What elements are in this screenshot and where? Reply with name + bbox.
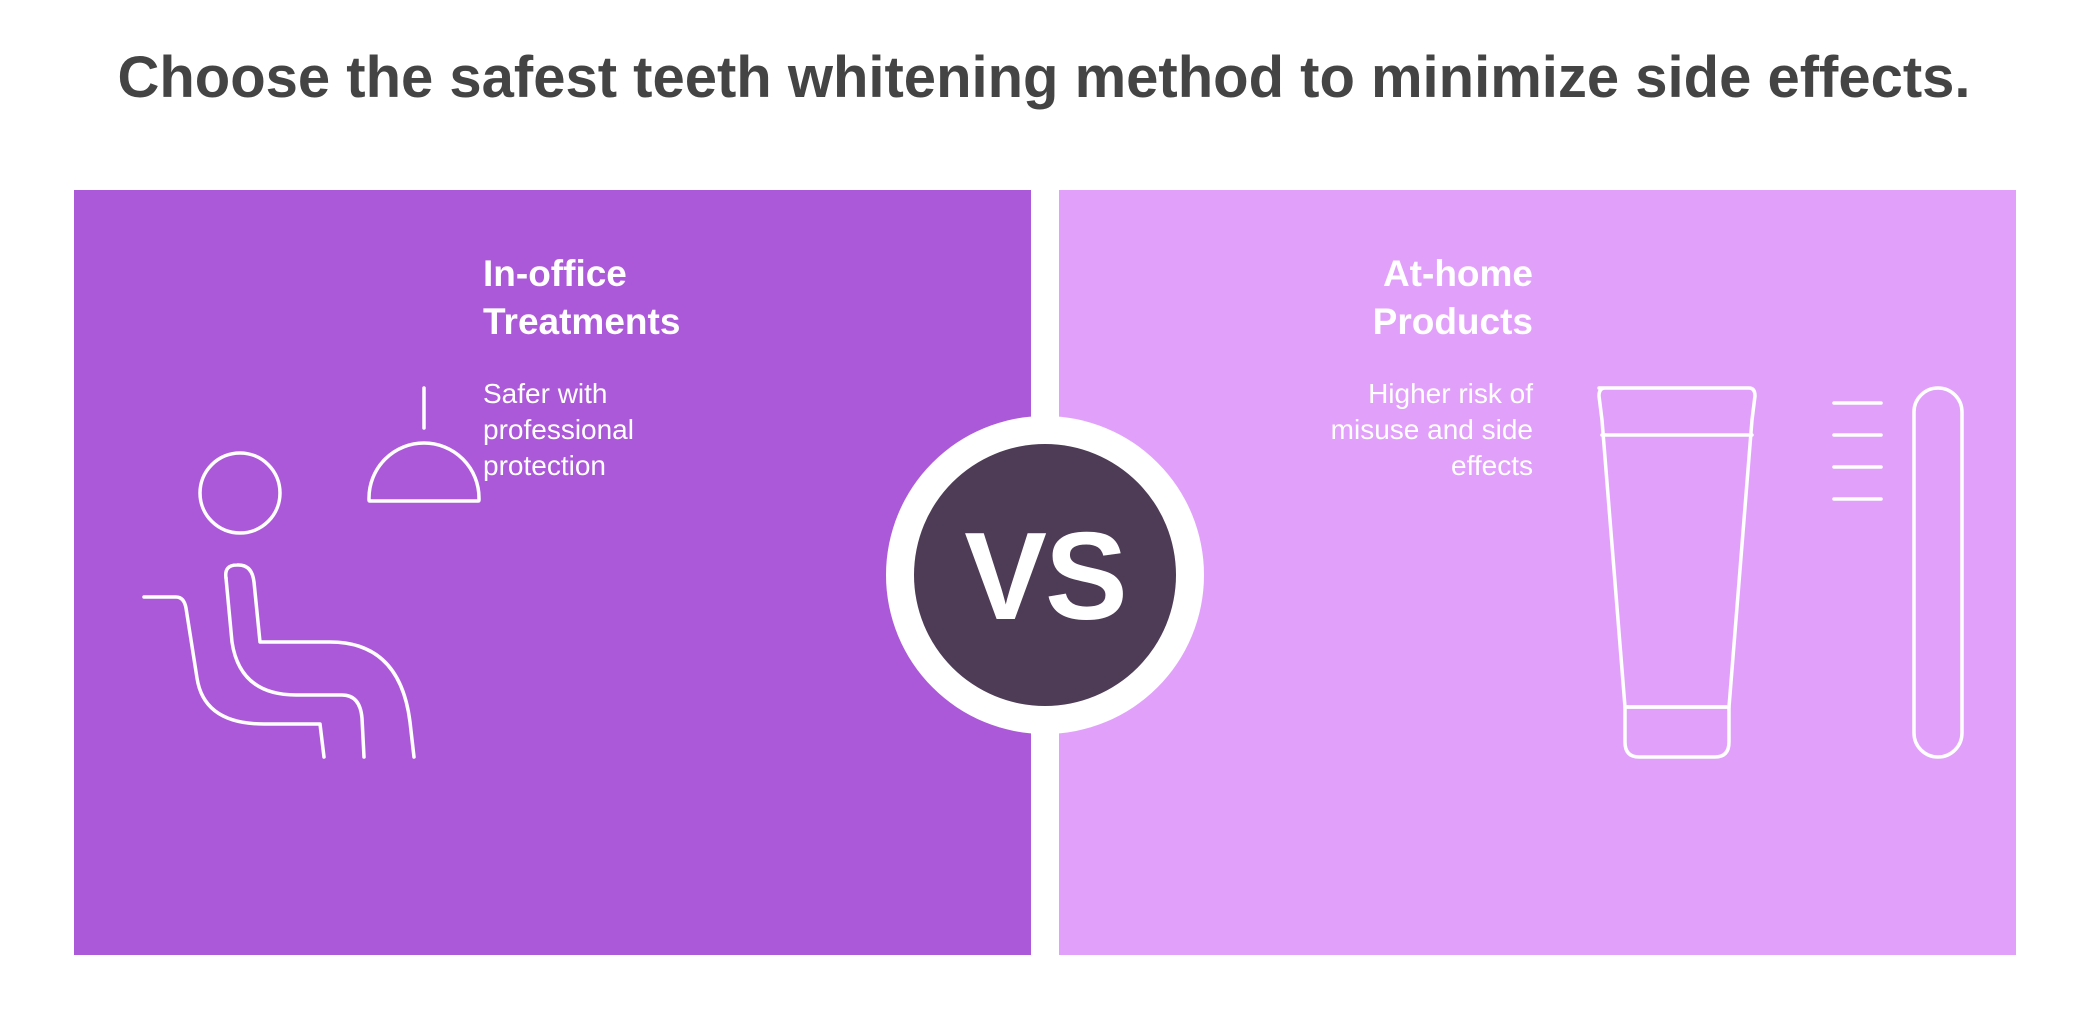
vs-badge: VS bbox=[914, 444, 1176, 706]
in-office-description: Safer with professional protection bbox=[483, 378, 634, 481]
dental-chair-icon bbox=[142, 386, 481, 759]
in-office-panel bbox=[74, 190, 1031, 955]
vs-label: VS bbox=[964, 508, 1127, 646]
toothpaste-tube-icon bbox=[1597, 386, 1964, 759]
whitening-strip-icon bbox=[1832, 386, 1964, 759]
in-office-heading: In-office Treatments bbox=[483, 253, 681, 342]
at-home-description: Higher risk of misuse and side effects bbox=[1330, 378, 1533, 481]
at-home-heading: At-home Products bbox=[1372, 253, 1533, 342]
page-title: Choose the safest teeth whitening method… bbox=[117, 45, 1971, 110]
at-home-panel bbox=[1059, 190, 2016, 955]
